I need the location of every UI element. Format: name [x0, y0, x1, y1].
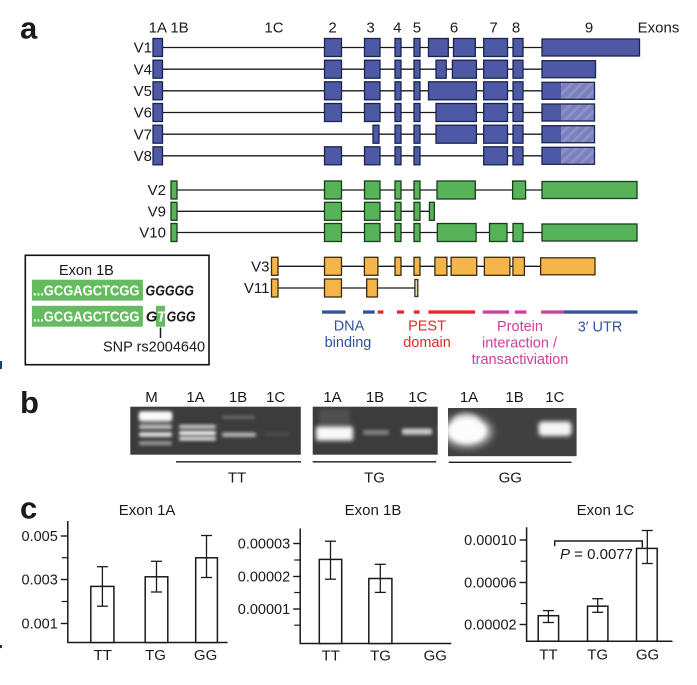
svg-text:5: 5 — [413, 20, 421, 37]
svg-text:P = 0.0077: P = 0.0077 — [560, 546, 633, 563]
svg-text:1A: 1A — [186, 389, 204, 406]
svg-text:GGGGG: GGGGG — [146, 283, 195, 300]
svg-text:TT: TT — [228, 470, 246, 487]
svg-text:V2: V2 — [148, 182, 166, 199]
svg-text:DNA: DNA — [334, 319, 365, 335]
svg-text:b: b — [20, 385, 39, 420]
svg-text:GGG: GGG — [167, 309, 196, 326]
svg-text:7: 7 — [489, 20, 497, 37]
svg-text:V11: V11 — [244, 280, 270, 297]
svg-text:TG: TG — [587, 647, 608, 664]
svg-text:0.00001: 0.00001 — [238, 602, 290, 618]
svg-text:V1: V1 — [134, 40, 152, 57]
svg-text:c: c — [20, 491, 37, 526]
svg-text:V5: V5 — [134, 83, 152, 100]
svg-text:0.003: 0.003 — [22, 573, 58, 589]
svg-text:1B: 1B — [366, 389, 384, 406]
svg-text:GG: GG — [194, 647, 217, 664]
svg-text:TT: TT — [322, 648, 340, 665]
svg-text:0.00010: 0.00010 — [464, 533, 516, 549]
svg-text:Protein: Protein — [497, 319, 543, 335]
svg-text:PEST: PEST — [408, 319, 446, 335]
svg-text:1A: 1A — [323, 389, 341, 406]
svg-text:M: M — [145, 389, 158, 406]
svg-text:transactiviation: transactiviation — [472, 352, 569, 368]
svg-text:0.00002: 0.00002 — [464, 618, 516, 634]
svg-text:...GCGAGCTCGG: ...GCGAGCTCGG — [33, 283, 140, 300]
svg-text:TG: TG — [145, 647, 166, 664]
svg-text:9: 9 — [585, 20, 593, 37]
svg-text:8: 8 — [512, 20, 520, 37]
svg-text:2: 2 — [328, 20, 336, 37]
svg-text:1B: 1B — [170, 20, 188, 37]
svg-text:1C: 1C — [408, 389, 427, 406]
svg-text:1A: 1A — [149, 20, 167, 37]
svg-text:V6: V6 — [134, 105, 152, 122]
svg-text:TG: TG — [370, 648, 391, 665]
svg-text:interaction /: interaction / — [482, 336, 558, 352]
svg-text:1A: 1A — [460, 389, 478, 406]
svg-text:6: 6 — [450, 20, 458, 37]
svg-text:1C: 1C — [266, 389, 285, 406]
svg-text:domain: domain — [403, 335, 451, 351]
svg-text:Exon 1B: Exon 1B — [59, 263, 114, 279]
svg-text:SNP rs2004640: SNP rs2004640 — [103, 340, 205, 356]
svg-text:TT: TT — [539, 647, 557, 664]
svg-text:GG: GG — [424, 648, 447, 665]
svg-text:V7: V7 — [134, 126, 152, 143]
svg-text:a: a — [20, 11, 38, 46]
svg-text:...GCGAGCTCGG: ...GCGAGCTCGG — [33, 309, 140, 326]
svg-text:V10: V10 — [139, 225, 166, 242]
svg-text:4: 4 — [393, 20, 401, 37]
svg-text:1B: 1B — [229, 389, 247, 406]
svg-text:T: T — [157, 309, 168, 326]
svg-text:TG: TG — [364, 470, 385, 487]
svg-text:1B: 1B — [505, 389, 523, 406]
svg-text:3: 3 — [366, 20, 374, 37]
svg-text:GG: GG — [636, 647, 659, 664]
svg-text:1C: 1C — [264, 20, 283, 37]
svg-text:Exon 1A: Exon 1A — [119, 502, 176, 519]
svg-text:GG: GG — [499, 470, 522, 487]
svg-text:0.001: 0.001 — [22, 617, 58, 633]
svg-text:0.005: 0.005 — [22, 529, 58, 545]
svg-text:0.00003: 0.00003 — [238, 537, 290, 553]
svg-text:V8: V8 — [134, 148, 152, 165]
svg-text:0.00006: 0.00006 — [464, 576, 516, 592]
svg-text:G: G — [146, 309, 158, 326]
svg-text:3′ UTR: 3′ UTR — [578, 320, 623, 336]
svg-text:0.00002: 0.00002 — [238, 570, 290, 586]
svg-text:Exon 1C: Exon 1C — [577, 502, 635, 519]
svg-text:V9: V9 — [148, 204, 166, 221]
svg-text:binding: binding — [325, 335, 372, 351]
svg-text:Exon 1B: Exon 1B — [345, 502, 402, 519]
svg-text:1C: 1C — [545, 389, 564, 406]
svg-text:V4: V4 — [134, 61, 152, 78]
svg-text:V3: V3 — [251, 259, 269, 276]
svg-text:Exons: Exons — [638, 20, 680, 37]
svg-text:TT: TT — [94, 647, 112, 664]
